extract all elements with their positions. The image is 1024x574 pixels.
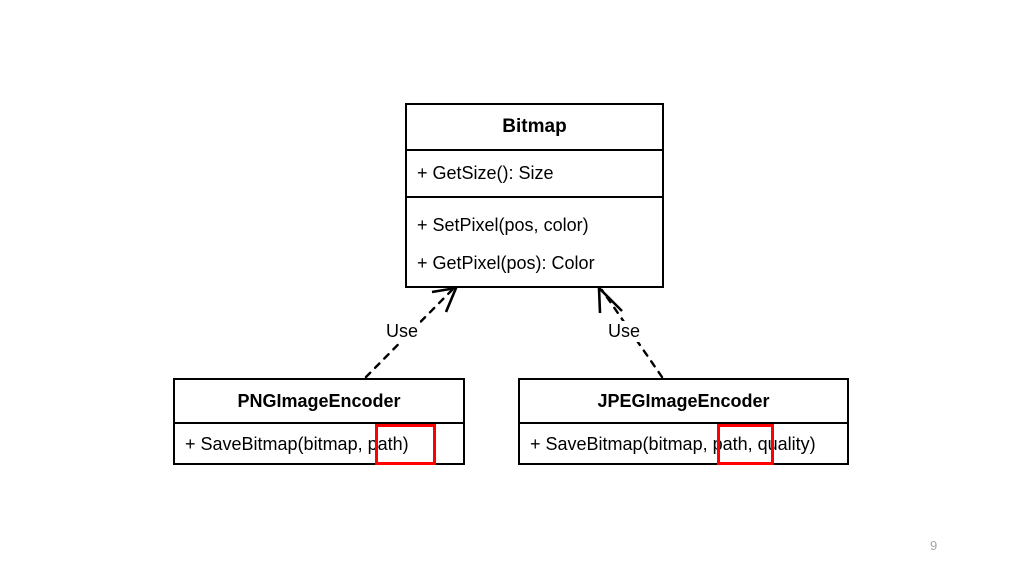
- arrowhead-jpeg: [597, 284, 623, 314]
- class-compartment-operations-1: + GetSize(): Size: [407, 149, 662, 196]
- uml-class-png-image-encoder[interactable]: PNGImageEncoder + SaveBitmap(bitmap, pat…: [173, 378, 465, 465]
- class-compartment-operations: + SaveBitmap(bitmap, path): [175, 422, 463, 465]
- class-compartment-operations: + SaveBitmap(bitmap, path, quality): [520, 422, 847, 465]
- class-member: + GetPixel(pos): Color: [417, 253, 595, 273]
- class-member: + SetPixel(pos, color): [417, 215, 589, 235]
- uml-class-bitmap[interactable]: Bitmap + GetSize(): Size + SetPixel(pos,…: [405, 103, 664, 288]
- class-member: + SaveBitmap(bitmap, path): [185, 434, 409, 454]
- arrowhead-png: [431, 286, 459, 313]
- class-member: + GetSize(): Size: [417, 163, 554, 183]
- page-number: 9: [930, 538, 938, 553]
- relationship-label-use-jpeg: Use: [606, 321, 643, 342]
- class-name-bitmap: Bitmap: [502, 116, 567, 137]
- class-member: + SaveBitmap(bitmap, path, quality): [530, 434, 816, 454]
- relationship-label-use-png: Use: [384, 321, 421, 342]
- class-name-jpeg-image-encoder: JPEGImageEncoder: [597, 391, 770, 411]
- highlight-rectangle-png-path: [375, 424, 436, 465]
- class-compartment-operations-2: + SetPixel(pos, color) + GetPixel(pos): …: [407, 196, 662, 286]
- class-name-png-image-encoder: PNGImageEncoder: [237, 391, 401, 411]
- highlight-rectangle-jpeg-path: [717, 424, 774, 465]
- uml-class-jpeg-image-encoder[interactable]: JPEGImageEncoder + SaveBitmap(bitmap, pa…: [518, 378, 849, 465]
